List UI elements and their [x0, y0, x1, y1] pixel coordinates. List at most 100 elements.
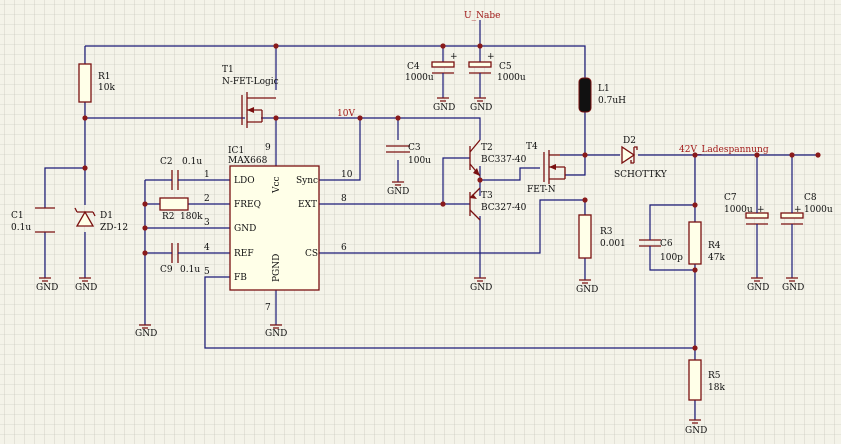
- resistor-r5[interactable]: R5 18k: [688, 359, 725, 401]
- svg-text:GND: GND: [685, 426, 707, 436]
- ic1-max668[interactable]: IC1 MAX668 LDO FREQ GND REF FB Sync EXT …: [204, 143, 353, 313]
- net-label-u-nabe: U_Nabe: [464, 11, 500, 21]
- pin-label-ext: EXT: [298, 200, 317, 210]
- pin-number: 2: [204, 194, 210, 204]
- capacitor-c3[interactable]: C3 100u: [386, 143, 431, 166]
- pin-label-gnd: GND: [234, 224, 256, 234]
- junctions: [82, 43, 821, 351]
- resistor-r1[interactable]: R1 10k: [78, 63, 115, 103]
- pin-number: 3: [204, 218, 210, 228]
- t4-value: FET-N: [527, 185, 556, 195]
- svg-text:GND: GND: [135, 329, 157, 339]
- pin-label-fb: FB: [234, 273, 247, 283]
- wires: [44, 20, 818, 420]
- svg-text:GND: GND: [747, 283, 769, 293]
- c8-polarity: +: [794, 205, 802, 215]
- mosfet-t1[interactable]: T1 N-FET-Logic: [222, 65, 279, 128]
- resistor-r4[interactable]: R4 47k: [688, 221, 725, 265]
- c5-ref: C5: [499, 62, 512, 72]
- junction-dot: [692, 152, 698, 158]
- pin-number: 9: [265, 143, 271, 153]
- junction-dot: [395, 115, 401, 121]
- junction-dot: [754, 152, 760, 158]
- inductor-l1[interactable]: L1 0.7uH: [578, 77, 626, 113]
- t3-ref: T3: [481, 191, 493, 201]
- net-label-10v: 10V: [337, 109, 355, 119]
- junction-dot: [440, 201, 446, 207]
- pin-label-sync: Sync: [296, 176, 318, 186]
- c7-ref: C7: [724, 193, 737, 203]
- ground-symbol: GND: [135, 324, 157, 339]
- capacitor-c9[interactable]: C9 0.1u: [160, 243, 200, 275]
- d2-value: SCHOTTKY: [614, 170, 668, 180]
- ic1-part: MAX668: [228, 156, 268, 166]
- c5-value: 1000u: [497, 73, 526, 83]
- junction-dot: [692, 202, 698, 208]
- pin-number: 5: [204, 267, 210, 277]
- ground-symbol: GND: [685, 419, 707, 436]
- zener-diode-d1[interactable]: D1 ZD-12: [74, 207, 128, 233]
- r2-ref: R2: [162, 212, 175, 222]
- pin-label-ref: REF: [234, 249, 254, 259]
- r3-ref: R3: [600, 227, 613, 237]
- ground-symbols: GND GND GND GND GND GND GND GND GND GND …: [36, 97, 804, 436]
- capacitor-c2[interactable]: C2 0.1u: [160, 157, 202, 190]
- t1-ref: T1: [222, 65, 234, 75]
- capacitor-c4[interactable]: + C4 1000u: [405, 52, 458, 98]
- capacitor-c1[interactable]: C1 0.1u: [11, 207, 55, 233]
- pin-number: 6: [341, 243, 347, 253]
- pin-number: 10: [341, 170, 353, 180]
- pin-label-pgnd: PGND: [272, 254, 282, 282]
- r2-value: 180k: [180, 212, 203, 222]
- svg-text:GND: GND: [387, 187, 409, 197]
- r3-value: 0.001: [600, 239, 626, 249]
- ground-symbol: GND: [433, 97, 455, 113]
- junction-dot: [815, 152, 821, 158]
- c1-value: 0.1u: [11, 223, 31, 233]
- junction-dot: [440, 43, 446, 49]
- junction-dot: [692, 267, 698, 273]
- mosfet-t4[interactable]: T4 FET-N: [526, 142, 566, 195]
- npn-transistor-t2[interactable]: T2 BC337-40: [469, 139, 527, 177]
- r4-ref: R4: [708, 241, 721, 251]
- ic1-ref: IC1: [228, 146, 244, 156]
- svg-text:GND: GND: [470, 103, 492, 113]
- pin-label-cs: CS: [305, 249, 318, 259]
- svg-text:GND: GND: [433, 103, 455, 113]
- junction-dot: [477, 177, 483, 183]
- resistor-r3[interactable]: R3 0.001: [578, 214, 626, 259]
- junction-dot: [273, 43, 279, 49]
- junction-dot: [582, 197, 588, 203]
- t1-value: N-FET-Logic: [222, 77, 279, 87]
- c9-value: 0.1u: [180, 265, 200, 275]
- junction-dot: [82, 165, 88, 171]
- pnp-transistor-t3[interactable]: T3 BC327-40: [469, 187, 527, 221]
- d2-ref: D2: [623, 136, 636, 146]
- c1-ref: C1: [11, 211, 24, 221]
- resistor-r2[interactable]: R2 180k: [159, 197, 203, 222]
- schottky-diode-d2[interactable]: D2 SCHOTTKY: [614, 136, 668, 180]
- c7-polarity: +: [757, 205, 765, 215]
- pin-label-vcc: Vcc: [272, 176, 282, 194]
- junction-dot: [477, 43, 483, 49]
- capacitor-c5[interactable]: + C5 1000u: [468, 52, 526, 98]
- capacitor-c7[interactable]: + C7 1000u: [724, 193, 769, 228]
- c5-polarity: +: [487, 52, 495, 62]
- r5-ref: R5: [708, 371, 721, 381]
- pin-number: 4: [204, 243, 210, 253]
- svg-text:GND: GND: [36, 283, 58, 293]
- d1-value: ZD-12: [100, 223, 128, 233]
- junction-dot: [357, 115, 363, 121]
- junction-dot: [582, 152, 588, 158]
- c6-ref: C6: [660, 239, 673, 249]
- c2-ref: C2: [160, 157, 173, 167]
- c8-ref: C8: [804, 193, 817, 203]
- c9-ref: C9: [160, 265, 173, 275]
- svg-text:GND: GND: [470, 283, 492, 293]
- t2-ref: T2: [481, 143, 493, 153]
- capacitor-c6[interactable]: C6 100p: [639, 230, 683, 263]
- junction-dot: [142, 201, 148, 207]
- ground-symbol: GND: [387, 181, 409, 197]
- d1-ref: D1: [100, 211, 113, 221]
- capacitor-c8[interactable]: + C8 1000u: [780, 193, 833, 228]
